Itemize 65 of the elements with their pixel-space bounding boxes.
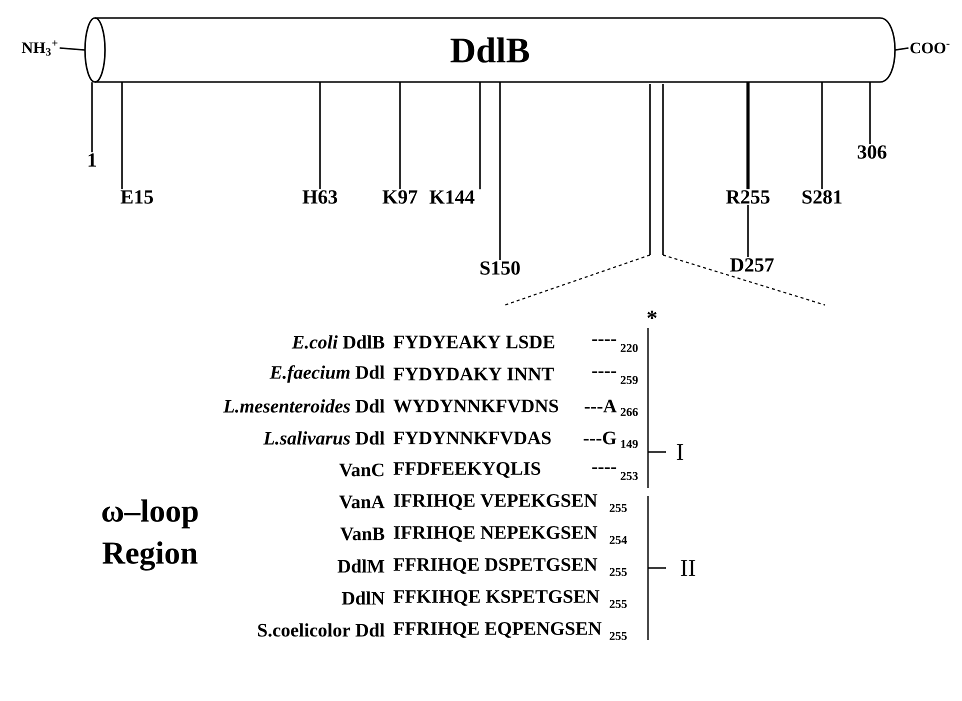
asterisk: * [647,310,657,320]
residue-label: S150 [480,261,520,275]
species-name: VanA [339,496,385,508]
tick-line [121,82,123,190]
residue-number: 254 [610,536,627,544]
tick-line [746,82,750,190]
tick-line [821,82,823,190]
sequence: WYDYNNKFVDNS [393,400,558,412]
species-name: DdlN [342,591,385,605]
group-label: I [676,444,684,460]
sequence: IFRIHQE VEPEKGSEN [394,494,598,510]
residue-label: K144 [430,190,474,204]
species-name: S.coelicolor Ddl [258,623,384,637]
species-name: L.mesenteroides Ddl [223,399,384,413]
residue-number: 259 [620,376,638,384]
residue-label: NH$_{3}$+ [22,40,58,56]
residue-label: D257 [730,258,774,272]
tick-line [60,47,85,51]
tick-line [869,82,871,144]
species-name: VanC [339,464,384,476]
residue-number: 266 [620,408,638,416]
sequence: FFDFEEKYQLIS [394,462,540,478]
residue-label: 306 [858,145,886,159]
sequence: FYDYNNKFVDAS [394,432,551,444]
sequence: FFRIHQE EQPENGSEN [394,622,602,638]
residue-number: 255 [610,568,627,576]
sequence-tail: ---A [584,400,617,412]
species-name: E.faecium Ddl [270,365,384,383]
protein-cylinder: DdlB [84,17,896,83]
residue-number: 255 [610,632,627,640]
residue-number: 149 [621,440,638,448]
tick-line [319,82,321,190]
residue-label: R255 [726,190,770,204]
species-name: E.coli DdlB [292,335,384,349]
region-label: ω–loop Region [102,499,198,571]
tick-line [91,82,93,152]
sequence-tail: ---- [592,467,616,469]
residue-label: E15 [120,190,153,204]
sequence-tail: ---- [592,339,616,341]
node-label: DdlB [450,37,530,63]
residue-label: COO$^{-}$ [910,42,950,54]
tick-line [499,82,501,260]
sequence-tail: ---- [592,371,616,373]
species-name: DdlM [338,559,384,573]
sequence: FYDYEAKY LSDE [394,336,554,348]
species-name: L.salivarus Ddl [263,431,384,445]
residue-label: K97 [382,190,418,204]
tick-line [895,47,909,51]
sequence: IFRIHQE NEPEKGSEN [394,526,598,542]
sequence-tail: ---G [584,432,616,444]
group-label: II [680,560,696,576]
residue-number: 220 [620,344,638,352]
residue-number: 253 [620,472,638,480]
residue-number: 255 [610,504,627,512]
species-name: VanB [340,528,384,540]
sequence: FYDYDAKY INNT [394,368,554,380]
tick-line [399,82,401,190]
residue-label: S281 [802,190,842,204]
tick-line [479,82,481,190]
tick-line [747,204,749,258]
residue-label: 1 [88,153,96,167]
sequence: FFKIHQE KSPETGSEN [394,590,600,606]
sequence: FFRIHQE DSPETGSEN [394,558,598,574]
residue-label: H63 [302,190,338,204]
residue-number: 255 [610,600,627,608]
